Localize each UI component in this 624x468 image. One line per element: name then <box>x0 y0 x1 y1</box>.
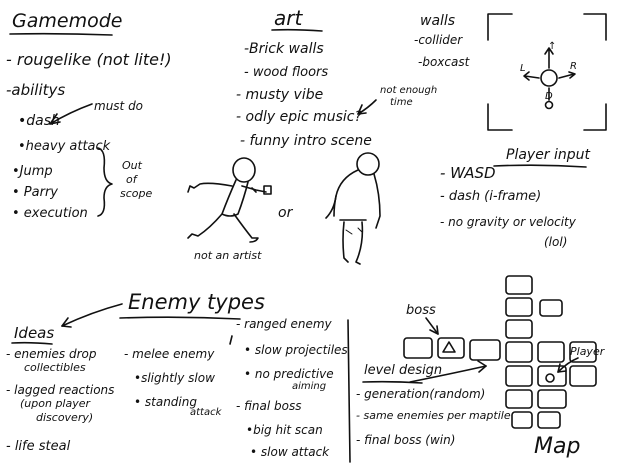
idea-drop: - enemies drop <box>6 347 97 361</box>
gamemode-must-do: must do <box>94 99 144 113</box>
ability-jump: •Jump <box>12 164 53 179</box>
level-generation: - generation(random) <box>356 387 486 401</box>
enemy-ranged-proj: • slow projectiles <box>244 343 348 357</box>
walls-collider: -collider <box>414 33 463 47</box>
art-time: time <box>390 97 413 108</box>
scope-out: Out <box>122 159 142 172</box>
ideas-underline <box>11 341 53 345</box>
ability-dash: •dash <box>18 113 60 129</box>
stick-figure-running <box>187 157 272 243</box>
dir-up-label: ↑ <box>548 41 557 52</box>
screen-frame <box>487 13 607 131</box>
idea-discovery: discovery) <box>36 411 94 424</box>
idea-upon: (upon player <box>20 397 91 410</box>
idea-collect: collectibles <box>24 361 86 374</box>
ability-heavy: •heavy attack <box>18 139 111 154</box>
player-marker <box>545 373 555 383</box>
level-design-title: level design <box>364 363 443 378</box>
art-wood: - wood floors <box>244 65 329 80</box>
map-boss-label: boss <box>406 303 436 318</box>
enemy-ranged: - ranged enemy <box>236 317 332 331</box>
map-player-label: Player <box>570 345 605 358</box>
art-not-artist: not an artist <box>194 249 262 262</box>
player-input-dash: - dash (i-frame) <box>440 189 542 204</box>
enemy-melee-standing: • standing <box>134 395 197 409</box>
gamemode-rogue: - rougelike (not lite!) <box>6 50 172 69</box>
scope-of: of <box>126 173 137 186</box>
level-arrow <box>409 365 487 383</box>
art-not-enough: not enough <box>380 85 438 96</box>
player-input-wasd: - WASD <box>440 164 496 182</box>
gamemode-title: Gamemode <box>12 10 123 32</box>
level-finalboss: - final boss (win) <box>356 433 456 447</box>
player-input-underline <box>493 164 587 168</box>
level-same: - same enemies per maptile <box>356 409 511 422</box>
idea-lagged: - lagged reactions <box>6 383 115 397</box>
not-enough-time-arrow <box>357 99 377 115</box>
art-intro: - funny intro scene <box>240 133 372 149</box>
map-grid <box>403 275 597 429</box>
enemy-types-title: Enemy types <box>128 290 265 314</box>
ability-execution: • execution <box>12 206 88 221</box>
enemy-melee-slow: •slightly slow <box>134 371 215 385</box>
gamemode-abilities: -abilitys <box>6 81 66 99</box>
enemy-ranged-aiming: aiming <box>292 381 327 392</box>
art-epic: - odly epic music? <box>236 109 362 125</box>
player-input-lol: (lol) <box>544 235 568 249</box>
level-design-underline <box>362 380 423 384</box>
enemy-ranged-predictive: • no predictive <box>244 367 334 381</box>
enemy-final-hitscan: •big hit scan <box>246 423 323 437</box>
dir-down-label: D <box>545 91 553 102</box>
enemy-melee-attack: attack <box>190 407 222 418</box>
enemy-divider <box>347 319 351 463</box>
gamemode-underline <box>9 32 113 36</box>
art-underline <box>271 28 323 32</box>
art-title: art <box>274 6 303 30</box>
scope-brace <box>97 147 113 217</box>
walls-boxcast: -boxcast <box>418 55 470 69</box>
art-musty: - musty vibe <box>236 87 324 103</box>
boss-triangle <box>442 341 456 353</box>
scope-word: scope <box>120 187 153 200</box>
enemy-types-underline <box>119 316 241 320</box>
map-title: Map <box>534 434 581 459</box>
direction-diagram <box>523 47 576 110</box>
player-input-gravity: - no gravity or velocity <box>440 215 576 229</box>
idea-life: - life steal <box>6 439 71 454</box>
enemy-final: - final boss <box>236 399 302 413</box>
art-or: or <box>278 205 293 221</box>
ideas-arrow <box>61 303 123 327</box>
player-arrow <box>557 357 579 373</box>
player-input-title: Player input <box>506 147 591 163</box>
ideas-title: Ideas <box>14 324 55 342</box>
dir-right-label: R <box>570 61 577 72</box>
stick-figure-hunched <box>325 152 381 265</box>
boss-arrow <box>425 317 439 335</box>
dir-left-label: L <box>520 63 526 74</box>
enemy-final-slow-attack: • slow attack <box>250 445 330 459</box>
walls-title: walls <box>420 13 456 29</box>
ability-parry: • Parry <box>12 185 58 200</box>
art-brick: -Brick walls <box>244 41 324 57</box>
enemy-melee: - melee enemy <box>124 347 215 361</box>
must-do-arrow <box>49 103 93 125</box>
